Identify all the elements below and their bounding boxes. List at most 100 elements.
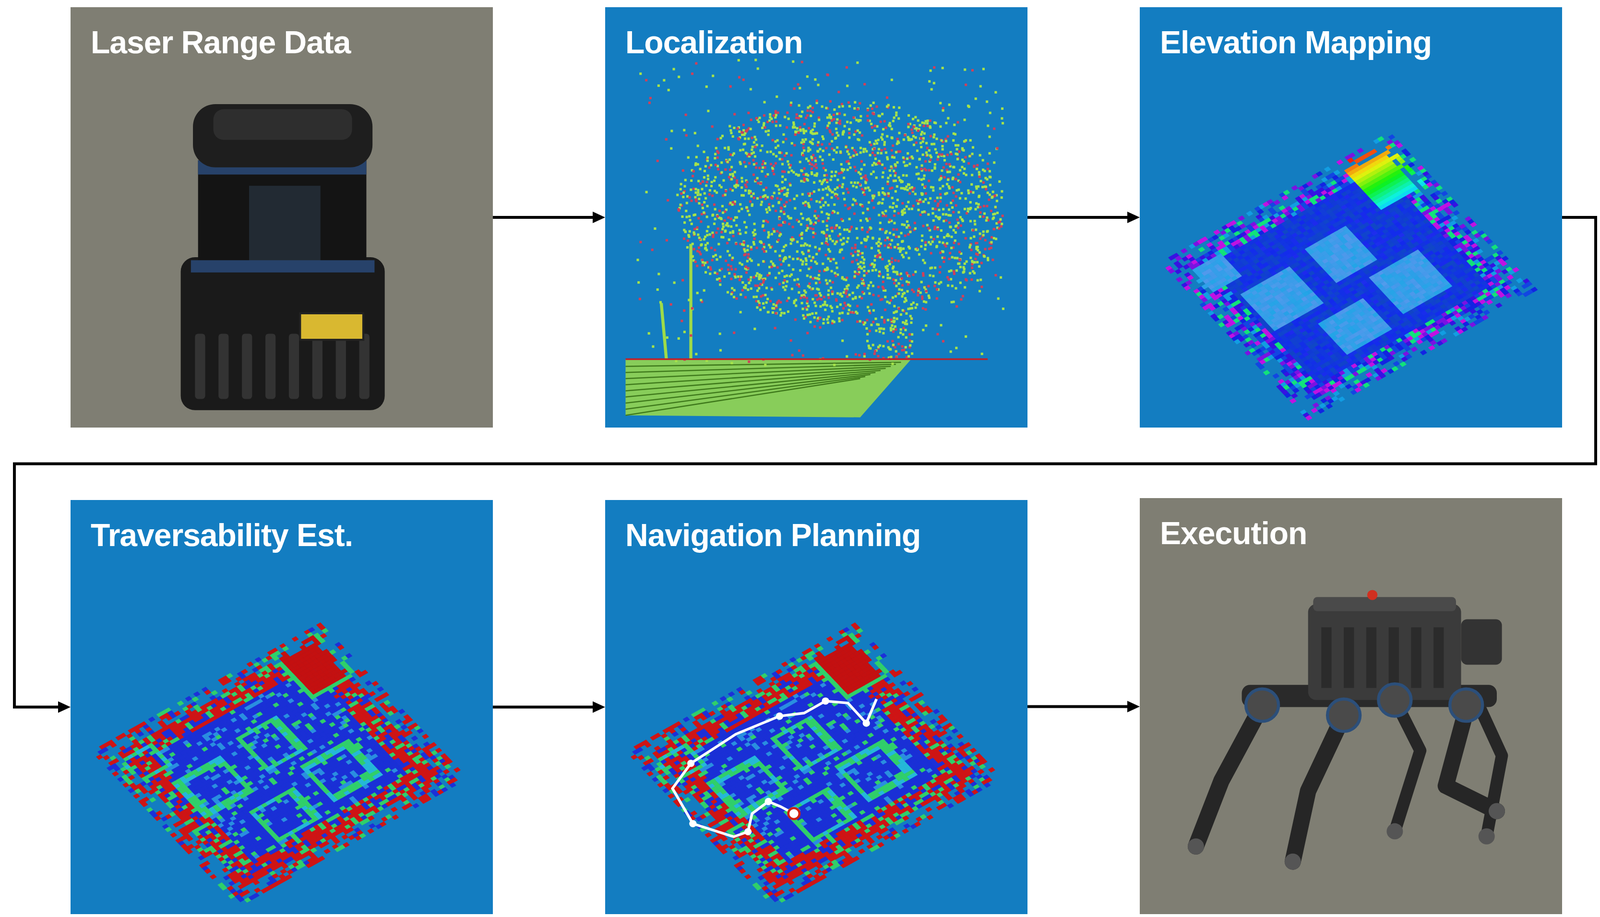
- scan-point: [954, 239, 957, 242]
- scan-point: [919, 213, 922, 216]
- scan-point: [978, 265, 981, 268]
- scan-point: [969, 201, 972, 204]
- scan-point: [899, 272, 903, 275]
- scan-point: [907, 245, 910, 249]
- scan-point: [786, 111, 789, 114]
- scan-point: [807, 249, 811, 252]
- scan-point: [944, 219, 948, 222]
- scan-point: [823, 268, 827, 271]
- scan-point: [694, 260, 697, 263]
- scan-point: [919, 198, 922, 202]
- scan-point: [965, 260, 968, 263]
- scan-point: [826, 185, 830, 189]
- scan-point: [952, 139, 955, 142]
- scan-point: [883, 147, 887, 151]
- scan-point: [751, 136, 754, 140]
- scan-point: [858, 354, 861, 357]
- scan-point: [777, 188, 781, 192]
- scan-point: [708, 193, 711, 196]
- scan-point: [871, 262, 874, 265]
- scan-point: [836, 197, 840, 200]
- scan-point: [762, 188, 765, 192]
- scan-point: [907, 122, 910, 126]
- scan-point: [900, 231, 903, 235]
- scan-point: [949, 277, 953, 281]
- scan-point: [902, 255, 905, 259]
- scan-point: [890, 324, 894, 327]
- scan-point: [845, 289, 848, 292]
- scan-point: [729, 131, 733, 135]
- scan-point: [863, 83, 866, 86]
- scan-point: [958, 197, 962, 200]
- scan-point: [817, 116, 821, 120]
- scan-point: [907, 355, 910, 358]
- scan-point: [959, 215, 962, 219]
- scan-point: [759, 283, 762, 286]
- scan-point: [833, 174, 836, 178]
- scan-point: [820, 143, 824, 146]
- scan-point: [837, 317, 841, 320]
- scan-point: [767, 243, 771, 247]
- scan-point: [728, 238, 731, 241]
- scan-point: [870, 303, 873, 306]
- scan-point: [853, 212, 856, 215]
- scan-point: [801, 138, 804, 142]
- scan-point: [834, 137, 837, 140]
- scan-point: [888, 347, 891, 351]
- scan-point: [801, 202, 805, 205]
- scan-point: [942, 213, 945, 216]
- scan-point: [744, 296, 747, 299]
- scan-point: [851, 297, 855, 300]
- scan-point: [782, 210, 786, 214]
- scan-point: [853, 133, 856, 136]
- scan-point: [853, 166, 857, 169]
- scan-point: [886, 273, 889, 276]
- scan-point: [730, 268, 733, 271]
- scan-point: [807, 202, 810, 205]
- scan-point: [708, 233, 712, 236]
- scan-point: [831, 211, 834, 215]
- scan-point: [883, 143, 886, 146]
- scan-point: [850, 225, 853, 228]
- scan-point: [865, 150, 868, 153]
- scan-point: [843, 113, 847, 117]
- scan-point: [895, 356, 898, 359]
- scan-point: [910, 352, 914, 355]
- scan-point: [749, 87, 753, 91]
- scan-point: [750, 194, 753, 198]
- scan-point: [948, 221, 951, 225]
- scan-point: [696, 193, 699, 197]
- scan-point: [836, 178, 839, 181]
- scan-point: [839, 303, 842, 306]
- scan-point: [838, 112, 841, 115]
- scan-point: [726, 291, 729, 294]
- scan-point: [726, 161, 729, 164]
- scan-point: [932, 66, 936, 69]
- scan-point: [677, 75, 681, 79]
- scan-point: [711, 194, 714, 197]
- scan-point: [928, 168, 931, 172]
- scan-point: [957, 173, 960, 176]
- scan-point: [656, 288, 659, 291]
- scan-point: [659, 300, 662, 304]
- scan-point: [753, 237, 756, 240]
- scan-point: [868, 189, 872, 192]
- scan-point: [932, 219, 935, 222]
- scan-point: [977, 185, 980, 188]
- body-band: [191, 260, 375, 273]
- scan-point: [859, 241, 863, 245]
- scan-point: [779, 224, 783, 227]
- flow-arrow: [1027, 211, 1140, 224]
- scan-point: [857, 273, 860, 276]
- scan-point: [799, 269, 802, 272]
- scan-point: [805, 229, 808, 232]
- scan-point: [794, 130, 797, 133]
- scan-point: [866, 306, 870, 309]
- scan-point: [651, 345, 655, 348]
- scan-point: [755, 162, 758, 165]
- scan-point: [831, 310, 834, 313]
- scan-point: [885, 134, 889, 138]
- scan-point: [745, 206, 749, 209]
- scan-point: [674, 359, 678, 363]
- scan-point: [770, 265, 774, 269]
